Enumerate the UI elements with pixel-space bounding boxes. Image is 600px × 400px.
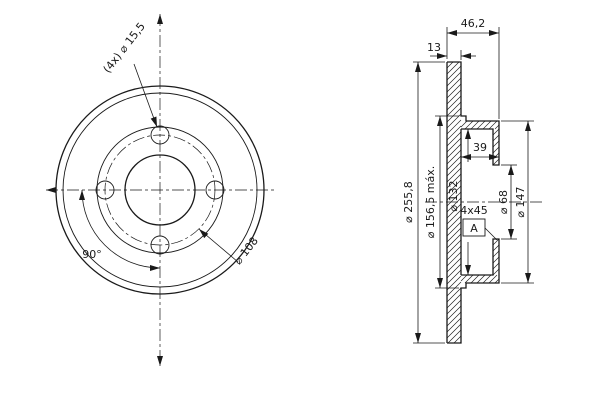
section-outline-upper	[447, 61, 500, 166]
dim-thickness-label: 13	[427, 41, 441, 54]
hatch-flange-lower	[492, 238, 500, 276]
hatch-hat-top-wall	[460, 120, 500, 130]
holes-leader-arrow	[150, 116, 157, 127]
hatch-hat-bottom-wall	[460, 274, 500, 284]
arrow-inner-top	[465, 129, 471, 139]
chamfer-note-label: 4x45	[460, 204, 488, 217]
section-outline-lower	[447, 238, 500, 344]
arrow-max-top	[437, 116, 443, 126]
bolt-circle	[104, 134, 216, 246]
center-bore-circle	[124, 154, 196, 226]
outer-edge-inner-circle	[62, 92, 258, 288]
arrow-od-bottom	[415, 333, 421, 343]
arrow-bore-top	[508, 165, 514, 175]
dim-flange-diameter-label: ⌀ 147	[514, 186, 527, 217]
dim-outer-diameter-label: ⌀ 255,8	[402, 181, 415, 223]
arrow-max-bottom	[437, 278, 443, 288]
front-view: (4x) ⌀ 15,5 90° ⌀ 108	[46, 14, 274, 366]
datum-leader-line	[484, 227, 498, 241]
angle-arrow-left	[79, 190, 85, 200]
centerline-arrow-bottom	[157, 356, 163, 366]
section-view: 46,2 13 ⌀ 255,8 ⌀ 156,5 máx. 39 ⌀ 132	[402, 17, 542, 344]
hatch-flange-upper	[492, 128, 500, 166]
hub-circle	[96, 126, 224, 254]
arrow-total-width-left	[447, 30, 457, 36]
angle-arrow-bottom	[150, 265, 160, 271]
arrow-flange-bottom	[525, 273, 531, 283]
datum-frame	[462, 218, 486, 237]
arrow-flange-top	[525, 121, 531, 131]
centerline-arrow-left	[46, 187, 56, 193]
dim-depth-label: 39	[473, 141, 487, 154]
arrow-od-top	[415, 62, 421, 72]
arrow-bore-bottom	[508, 229, 514, 239]
hatch-disc	[446, 61, 462, 344]
dim-total-width-label: 46,2	[461, 17, 486, 30]
bolt-hole-left	[95, 180, 115, 200]
bolt-hole-right	[205, 180, 225, 200]
bolt-hole-top	[150, 125, 170, 145]
arrow-depth-left	[461, 154, 471, 160]
arrow-thickness-right	[461, 53, 471, 59]
dim-max-diameter-label: ⌀ 156,5 máx.	[424, 166, 437, 239]
outer-diameter-circle	[55, 85, 265, 295]
arrow-total-width-right	[489, 30, 499, 36]
centerline-arrow-top	[157, 14, 163, 24]
bolt-circle-leader-arrow	[199, 229, 209, 239]
arrow-inner-bottom	[465, 265, 471, 275]
holes-leader-line	[133, 63, 158, 128]
dim-inner-diameter-label: ⌀ 132	[447, 180, 460, 211]
bolt-hole-bottom	[150, 235, 170, 255]
arrow-thickness-left	[437, 53, 447, 59]
dim-bore-diameter-label: ⌀ 68	[497, 190, 510, 214]
dim-bolt-holes-label: (4x) ⌀ 15,5	[101, 20, 148, 75]
datum-label: A	[470, 222, 478, 235]
arrow-depth-right	[489, 154, 499, 160]
angle-arc	[81, 189, 161, 269]
dim-angle-label: 90°	[82, 248, 102, 261]
